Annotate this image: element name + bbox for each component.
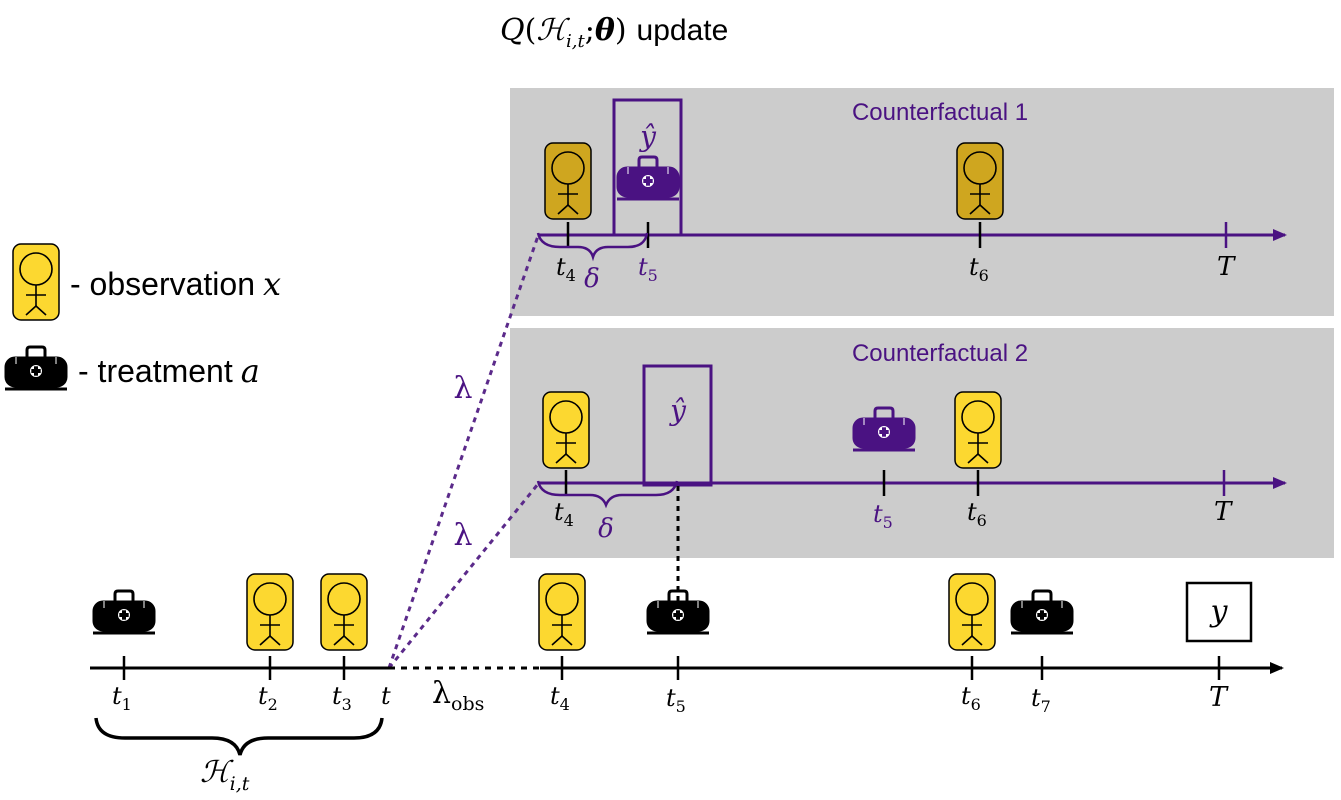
lambda-label-2: λ	[453, 518, 472, 553]
main-label-t5: t5	[666, 684, 686, 716]
panel-2-title: Counterfactual 2	[852, 340, 1028, 367]
title-word: update	[637, 14, 729, 47]
panel-1-title: Counterfactual 1	[852, 99, 1028, 126]
legend-observation-icon	[12, 243, 60, 321]
panel-2-delta: δ	[598, 514, 614, 544]
main-label-t4: t4	[550, 682, 570, 714]
history-label: ℋi,t	[200, 755, 250, 795]
panel-1-label-t6: t6	[969, 253, 989, 285]
legend-observation-label: - observation	[70, 266, 255, 302]
title-h-sub: i,t	[566, 31, 585, 52]
legend-treatment-icon	[3, 345, 69, 391]
panel-1-yhat: ŷ	[638, 120, 657, 153]
main-observation-icon-t2	[246, 573, 294, 651]
panel-2-observation-icon-t6	[954, 391, 1002, 469]
title-open: (	[525, 13, 537, 48]
lambda-obs-label: λobs	[432, 676, 484, 715]
panel-1-observation-icon-t4	[544, 142, 592, 220]
connector-to-panel-1	[387, 235, 540, 669]
diagram-title: Q(ℋi,t;θ) update	[500, 13, 728, 52]
title-close: )	[615, 13, 627, 48]
legend-observation-var: x	[263, 265, 281, 303]
main-timeline: y t1 t2 t3 t t4 t5 t6 t7 T ℋi,t	[90, 573, 1284, 795]
main-outcome: y	[1209, 594, 1229, 629]
main-outcome-box	[1185, 581, 1253, 643]
main-label-t3: t3	[332, 682, 352, 714]
panel-2-label-t6: t6	[967, 498, 987, 530]
panel-2-yhat: ŷ	[668, 394, 687, 427]
legend-treatment-var: a	[241, 352, 260, 390]
main-observation-icon-t4	[538, 573, 586, 651]
title-h: ℋ	[536, 13, 570, 48]
main-label-t6: t6	[961, 682, 981, 714]
lambda-label-1: λ	[453, 371, 472, 406]
panel-1-label-T: T	[1217, 252, 1236, 282]
main-observation-icon-t3	[320, 573, 368, 651]
connector-to-panel-2	[387, 483, 540, 669]
panel-1-background	[510, 88, 1334, 316]
panel-2-observation-icon-t4	[542, 391, 590, 469]
main-treatment-icon-t7	[1009, 589, 1075, 635]
panel-2-label-T: T	[1214, 497, 1233, 527]
counterfactual-panel-2: Counterfactual 2 ŷ t4 t5 t6 T δ	[510, 328, 1334, 558]
panel-1-label-t5: t5	[638, 253, 658, 285]
panel-2-label-t5: t5	[873, 500, 893, 532]
counterfactual-panel-1: Counterfactual 1 ŷ t4 t5 t6 T δ	[510, 88, 1334, 316]
title-sep: ;	[585, 13, 595, 48]
panel-2-label-t4: t4	[554, 498, 574, 530]
panel-1-observation-icon-t6	[956, 142, 1004, 220]
panel-1-label-t4: t4	[556, 253, 576, 285]
main-label-t2: t2	[258, 682, 278, 714]
panel-1-delta: δ	[584, 264, 600, 294]
main-observation-icon-t6	[948, 573, 996, 651]
main-label-t1: t1	[112, 682, 132, 714]
panel-1-delta-brace	[536, 232, 649, 262]
legend-treatment-label: - treatment	[78, 353, 233, 389]
main-label-t7: t7	[1031, 684, 1051, 716]
main-label-t: t	[381, 682, 391, 710]
main-label-T: T	[1209, 682, 1229, 713]
panel-2-prediction-box	[642, 364, 713, 487]
main-treatment-icon-t1	[91, 589, 157, 635]
panel-2-delta-brace	[536, 480, 679, 509]
title-theta: θ	[595, 13, 615, 48]
history-brace	[94, 717, 384, 756]
title-q: Q	[500, 13, 525, 48]
